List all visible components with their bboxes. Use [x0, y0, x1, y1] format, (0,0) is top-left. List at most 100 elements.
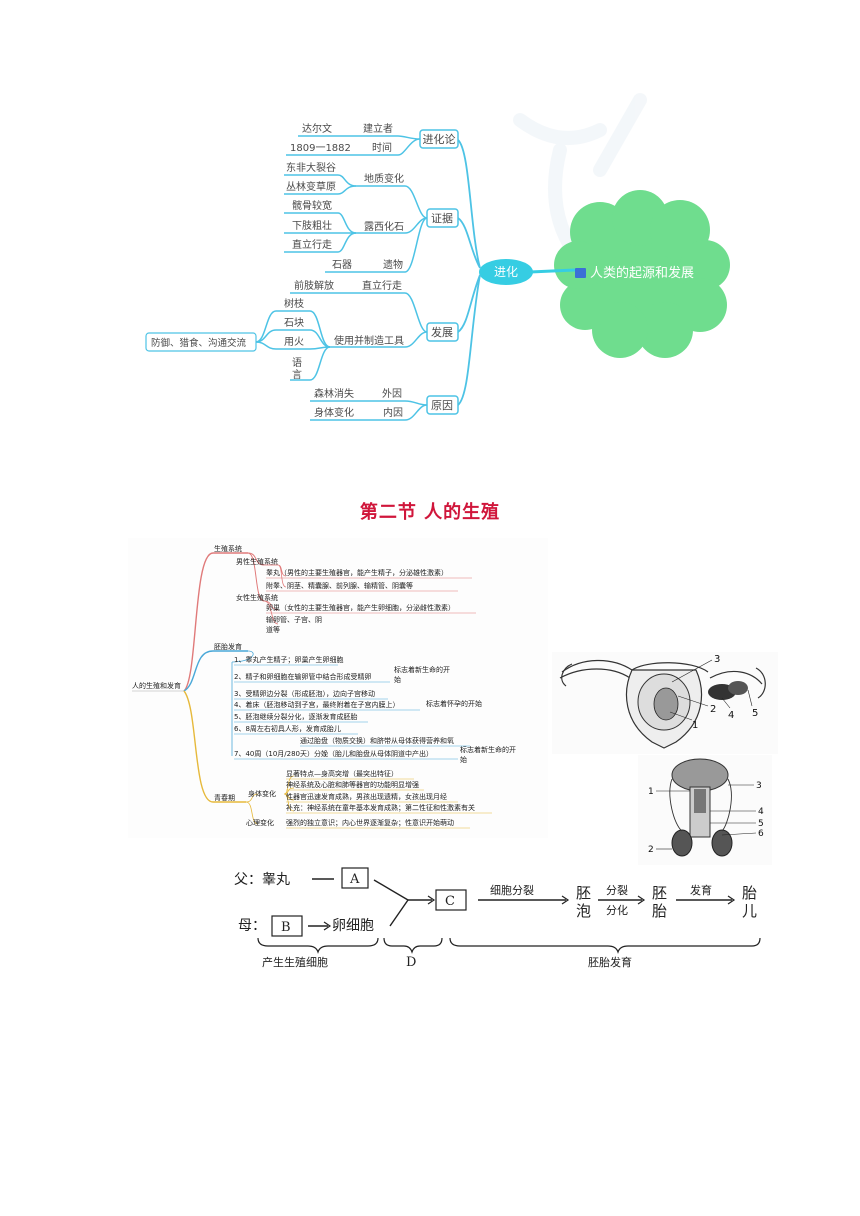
flow-develop: 发育 [690, 883, 712, 897]
embryo-step-5: 5、胚泡继续分裂分化，逐渐发育成胚胎 [234, 712, 357, 721]
leaf-relics: 遗物 [383, 258, 403, 271]
mm2-male: 男性生殖系统 [236, 557, 278, 566]
fig1-label-3: 3 [714, 654, 720, 665]
mm2-embryo: 胚胎发育 [214, 642, 242, 651]
leaf-upright-walk: 直立行走 [362, 279, 402, 292]
embryo-step-6: 6、8周左右初具人形，发育成胎儿 [234, 724, 341, 733]
flow-father: 父：睾丸 [234, 872, 290, 888]
flow-box-c: C [445, 894, 455, 909]
body-3: 性器官迅速发育成熟，男孩出现遗精，女孩出现月经 [286, 792, 447, 801]
flow-box-b: B [281, 920, 291, 935]
mm2-male-2: 附睾、阴茎、精囊腺、前列腺、输精管、阴囊等 [266, 581, 413, 590]
flow-embryo-1: 胚 [652, 884, 667, 902]
mm2-puberty: 青春期 [214, 793, 235, 802]
flow-embryo-2: 胎 [652, 902, 667, 920]
flow-brace-1: 产生生殖细胞 [262, 955, 328, 969]
leaf-branch: 树枝 [284, 297, 304, 310]
flow-blastocyst-2: 泡 [576, 902, 591, 920]
note-new-life-1b: 始 [394, 675, 401, 684]
root-cloud [554, 190, 730, 358]
flow-blastocyst-1: 胚 [576, 884, 591, 902]
leaf-language: 语 [292, 357, 302, 369]
body-1: 显著特点—身高突增（最突出特征） [286, 769, 398, 778]
leaf-strong-legs: 下肢粗壮 [292, 219, 332, 232]
flow-mother: 母： [238, 918, 266, 934]
leaf-stone-tools: 石器 [332, 259, 352, 271]
leaf-language-2: 言 [292, 368, 302, 381]
flow-egg: 卵细胞 [332, 918, 374, 934]
embryo-step-6b: 通过胎盘（物质交换）和脐带从母体获得营养和氧 [300, 736, 454, 745]
leaf-purpose: 防御、猎食、沟通交流 [151, 337, 247, 349]
fig1-label-1: 1 [692, 720, 698, 731]
mm2-female-1: 卵巢（女性的主要生殖器官，能产生卵细胞，分泌雌性激素） [266, 603, 455, 612]
fig2-label-1: 1 [648, 787, 654, 797]
leaf-wide-hip: 髋骨较宽 [292, 199, 332, 212]
leaf-fire: 用火 [284, 336, 304, 348]
leaf-forest-gone: 森林消失 [314, 387, 354, 400]
embryo-step-3: 3、受精卵边分裂（形成胚泡），边向子宫移动 [234, 689, 375, 698]
note-pregnancy: 标志着怀孕的开始 [426, 699, 482, 708]
fig2-label-3: 3 [756, 781, 762, 791]
section-title: 第二节 人的生殖 [359, 502, 501, 523]
flow-differentiate: 分化 [606, 903, 628, 917]
leaf-darwin: 达尔文 [302, 122, 332, 135]
leaf-forelimb: 前肢解放 [294, 279, 334, 292]
flow-brace-2: D [406, 955, 416, 970]
leaf-tools: 使用并制造工具 [334, 334, 404, 347]
leaf-forest-grassland: 丛林变草原 [286, 180, 336, 193]
fertilization-flow: 父：睾丸 A 母： B 卵细胞 C 细胞分裂 胚 泡 分裂 分化 胚 胎 发育 … [234, 867, 761, 970]
fig1-label-2: 2 [710, 704, 716, 715]
mm2-female-2: 输卵管、子宫、阴 [266, 615, 322, 624]
mm2-repro-system: 生殖系统 [214, 544, 242, 553]
male-anatomy-figure: 1 2 3 4 5 6 [638, 755, 772, 865]
purpose-box [145, 332, 257, 352]
leaf-body-change: 身体变化 [314, 406, 354, 419]
hub-node [479, 259, 533, 285]
book-icon [575, 268, 586, 278]
leaf-external: 外因 [382, 388, 402, 400]
flow-brace-3: 胚胎发育 [588, 955, 632, 969]
mm2-male-1: 睾丸（男性的主要生殖器官，能产生精子，分泌雄性激素） [266, 568, 448, 577]
mm2-root: 人的生殖和发育 [132, 681, 181, 690]
leaf-upright: 直立行走 [292, 238, 332, 251]
leaf-founder: 建立者 [363, 122, 393, 135]
root-text: 人类的起源和发展 [590, 266, 695, 281]
flow-fetus-2: 儿 [742, 902, 757, 920]
mm2-female: 女性生殖系统 [236, 593, 278, 602]
mm2-mind-change: 心理变化 [246, 818, 274, 827]
leaf-stone: 石块 [284, 317, 304, 329]
mm2-female-3: 道等 [266, 625, 280, 634]
flow-split: 分裂 [606, 884, 628, 897]
branch-evolution-theory: 进化论 [423, 132, 456, 146]
flow-cell-division: 细胞分裂 [490, 884, 534, 897]
branch-development: 发展 [431, 325, 453, 339]
mind-1: 强烈的独立意识；内心世界逐渐复杂；性意识开始萌动 [286, 818, 454, 827]
body-4: 补充：神经系统在童年基本发育成熟；第二性征和性激素有关 [286, 803, 475, 812]
note-new-life-2b: 始 [460, 755, 467, 764]
embryo-step-7: 7、40周（10月/280天）分娩（胎儿和胎盘从母体阴道中产出） [234, 749, 433, 758]
evolution-mindmap: 进化 进化论 证据 发展 原因 达尔文 建立者 1809一1882 时间 [145, 93, 730, 421]
hub-link [529, 268, 576, 274]
body-2: 神经系统及心脏和肺等器官的功能明显增强 [286, 780, 419, 789]
branch-causes: 原因 [431, 399, 453, 412]
fig2-label-2: 2 [648, 845, 654, 855]
flow-fetus-1: 胎 [742, 884, 757, 902]
note-new-life-2: 标志着新生命的开 [460, 745, 516, 754]
leaf-time: 时间 [372, 141, 392, 154]
mm2-body-change: 身体变化 [248, 789, 276, 798]
female-anatomy-figure: 3 2 1 4 5 [552, 652, 778, 754]
fig2-label-5: 5 [758, 819, 764, 829]
embryo-step-4: 4、着床（胚泡移动到子宫，最终附着在子宫内膜上） [234, 700, 399, 709]
fig2-label-6: 6 [758, 829, 764, 839]
embryo-step-2: 2、精子和卵细胞在输卵管中结合形成受精卵 [234, 672, 371, 681]
fig1-label-4: 4 [728, 710, 734, 721]
leaf-years: 1809一1882 [290, 143, 351, 154]
fig1-label-5: 5 [752, 708, 758, 719]
root-label: 人类的起源和发展 [575, 262, 725, 281]
leaf-lucy-fossil: 露西化石 [364, 220, 404, 233]
leaf-geo-change: 地质变化 [364, 172, 404, 185]
note-new-life-1: 标志着新生命的开 [394, 665, 450, 674]
embryo-step-1: 1、睾丸产生精子；卵巢产生卵细胞 [234, 655, 343, 664]
hub-label: 进化 [494, 265, 518, 279]
reproduction-mindmap: 人的生殖和发育 生殖系统 男性生殖系统 睾丸（男性的主要生殖器官，能产生精子，分… [128, 538, 548, 838]
